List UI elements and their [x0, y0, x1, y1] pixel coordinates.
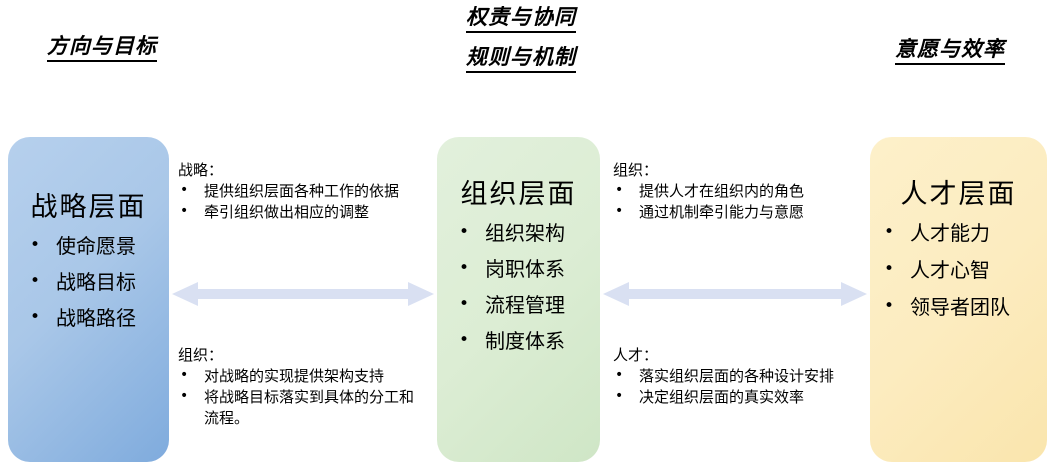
- strategy-layer-title: 战略层面: [30, 192, 147, 223]
- note-title: 战略：: [178, 161, 224, 179]
- talent-layer-title: 人才层面: [900, 179, 1017, 210]
- heading-responsibility-and-collaboration: 权责与协同: [466, 4, 576, 33]
- list-item: 将战略目标落实到具体的分工和流程。: [178, 386, 416, 429]
- strategy-layer-box[interactable]: 战略层面 使命愿景 战略目标 战略路径: [8, 137, 169, 462]
- heading-willingness-and-efficiency: 意愿与效率: [895, 36, 1005, 65]
- list-item: 流程管理: [455, 286, 600, 323]
- list-item: 通过机制牵引能力与意愿: [613, 201, 863, 223]
- heading-direction-and-goals: 方向与目标: [47, 33, 157, 62]
- note-organization-outputs: 组织： 提供人才在组织内的角色 通过机制牵引能力与意愿: [613, 160, 863, 223]
- strategy-layer-list: 使命愿景 战略目标 战略路径: [8, 227, 169, 336]
- note-strategy-outputs: 战略： 提供组织层面各种工作的依据 牵引组织做出相应的调整: [178, 160, 428, 223]
- list-item: 牵引组织做出相应的调整: [178, 201, 428, 223]
- list-item: 使命愿景: [26, 227, 169, 264]
- list-item: 提供组织层面各种工作的依据: [178, 180, 428, 202]
- organization-layer-title: 组织层面: [460, 179, 577, 210]
- organization-layer-list: 组织架构 岗职体系 流程管理 制度体系: [437, 214, 600, 359]
- note-title: 人才：: [613, 346, 659, 364]
- note-list: 提供组织层面各种工作的依据 牵引组织做出相应的调整: [178, 180, 428, 223]
- note-talent-supports-organization: 人才： 落实组织层面的各种设计安排 决定组织层面的真实效率: [613, 345, 875, 408]
- double-arrow-icon-organization-talent: [603, 281, 867, 307]
- organization-layer-box[interactable]: 组织层面 组织架构 岗职体系 流程管理 制度体系: [437, 137, 600, 462]
- list-item: 对战略的实现提供架构支持: [178, 365, 416, 387]
- list-item: 决定组织层面的真实效率: [613, 386, 875, 408]
- note-list: 提供人才在组织内的角色 通过机制牵引能力与意愿: [613, 180, 863, 223]
- note-list: 落实组织层面的各种设计安排 决定组织层面的真实效率: [613, 365, 875, 408]
- note-organization-supports-strategy: 组织： 对战略的实现提供架构支持 将战略目标落实到具体的分工和流程。: [178, 345, 416, 429]
- heading-rules-and-mechanisms: 规则与机制: [466, 44, 576, 73]
- list-item: 人才能力: [880, 214, 1047, 252]
- double-arrow-icon-strategy-organization: [172, 281, 434, 307]
- list-item: 组织架构: [455, 214, 600, 251]
- list-item: 提供人才在组织内的角色: [613, 180, 863, 202]
- note-title: 组织：: [613, 161, 659, 179]
- list-item: 制度体系: [455, 322, 600, 359]
- list-item: 岗职体系: [455, 250, 600, 287]
- list-item: 战略路径: [26, 299, 169, 336]
- list-item: 落实组织层面的各种设计安排: [613, 365, 875, 387]
- note-title: 组织：: [178, 346, 224, 364]
- talent-layer-list: 人才能力 人才心智 领导者团队: [870, 214, 1047, 326]
- note-list: 对战略的实现提供架构支持 将战略目标落实到具体的分工和流程。: [178, 365, 416, 429]
- talent-layer-box[interactable]: 人才层面 人才能力 人才心智 领导者团队: [870, 137, 1047, 462]
- list-item: 人才心智: [880, 251, 1047, 289]
- list-item: 领导者团队: [880, 288, 1047, 326]
- list-item: 战略目标: [26, 263, 169, 300]
